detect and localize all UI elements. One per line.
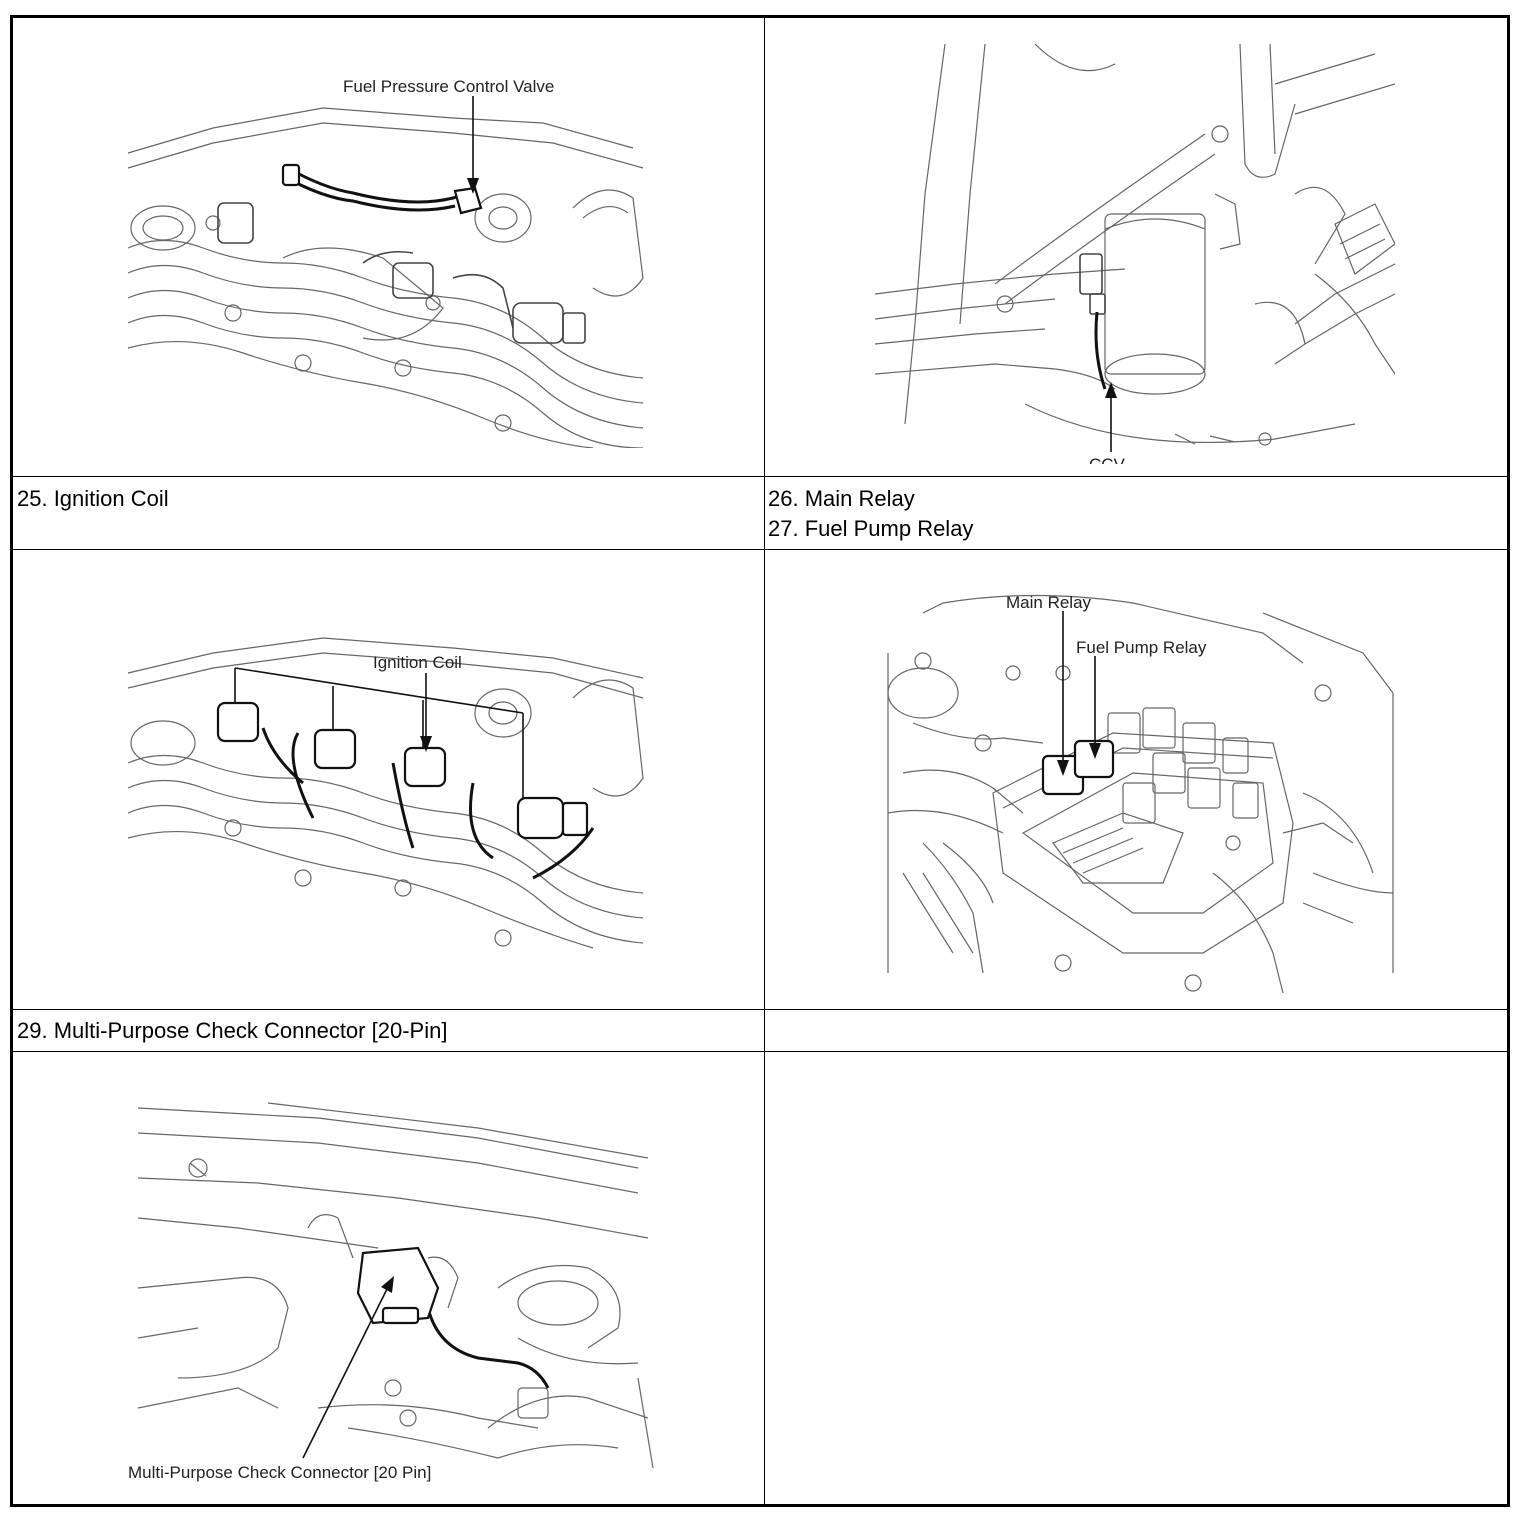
column-divider	[764, 18, 765, 1504]
row-divider	[13, 1051, 1507, 1052]
row-divider	[13, 476, 1507, 477]
fuel-pump-relay-callout: Fuel Pump Relay	[1076, 638, 1207, 657]
row-divider	[13, 1009, 1507, 1010]
check-connector-figure: Multi-Purpose Check Connector [20 Pin]	[118, 1088, 658, 1488]
caption-check-connector: 29. Multi-Purpose Check Connector [20-Pi…	[17, 1018, 448, 1043]
arrow-icon	[381, 1276, 394, 1293]
fuel-pressure-valve-callout: Fuel Pressure Control Valve	[343, 77, 554, 96]
row-divider	[13, 549, 1507, 550]
ccv-figure: CCV	[875, 44, 1395, 464]
ignition-coil-callout: Ignition Coil	[373, 653, 462, 672]
check-connector-callout: Multi-Purpose Check Connector [20 Pin]	[128, 1463, 431, 1482]
main-relay-callout: Main Relay	[1006, 593, 1092, 612]
arrow-icon	[1057, 760, 1069, 776]
arrow-icon	[1089, 743, 1101, 759]
arrow-icon	[420, 736, 432, 752]
parts-location-table: Fuel Pressure Control Valve	[10, 15, 1510, 1507]
ccv-callout: CCV	[1089, 455, 1126, 464]
caption-fuel-pump-relay: 27. Fuel Pump Relay	[768, 516, 974, 541]
arrow-icon	[467, 178, 479, 194]
caption-main-relay: 26. Main Relay	[768, 486, 915, 511]
arrow-icon	[1105, 382, 1117, 398]
ignition-coil-figure: Ignition Coil	[123, 618, 653, 958]
caption-ignition-coil: 25. Ignition Coil	[17, 486, 169, 511]
relay-box-figure: Main Relay Fuel Pump Relay	[883, 573, 1403, 993]
fuel-pressure-valve-figure: Fuel Pressure Control Valve	[123, 48, 653, 448]
